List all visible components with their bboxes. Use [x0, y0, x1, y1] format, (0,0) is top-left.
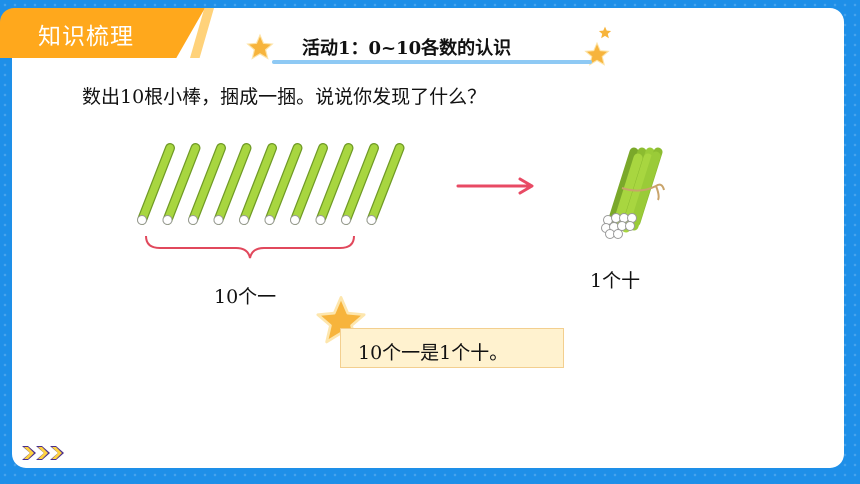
- bundle-label: 1个十: [590, 270, 641, 292]
- content-card: [12, 8, 844, 468]
- ten-sticks: [137, 143, 405, 225]
- stick: [214, 144, 251, 224]
- stick: [189, 144, 225, 224]
- stick: [138, 144, 174, 224]
- brace: [145, 235, 355, 259]
- stick-end: [341, 215, 351, 225]
- star-icon: [246, 33, 274, 60]
- conclusion-box: [340, 328, 564, 368]
- right-arrow-icon: [456, 177, 534, 195]
- stick: [367, 144, 404, 224]
- stick-end: [290, 215, 300, 225]
- stick: [342, 144, 378, 224]
- stick: [240, 144, 276, 224]
- question-text: 数出10根小棒，捆成一捆。说说你发现了什么？: [82, 86, 487, 108]
- star-icon: [584, 41, 610, 66]
- stick-end: [366, 215, 377, 225]
- stick: [163, 144, 200, 224]
- activity-title-underline: [272, 60, 592, 64]
- section-tab: [0, 8, 205, 58]
- stick: [291, 144, 327, 224]
- stick: [316, 144, 353, 224]
- triple-chevron-icon[interactable]: [22, 444, 72, 462]
- stick-end: [162, 215, 173, 225]
- stick-end: [315, 215, 326, 225]
- bundle-of-ten: [601, 147, 665, 239]
- stick-end: [213, 215, 224, 225]
- stick-end: [188, 215, 198, 225]
- stick-end: [137, 215, 147, 225]
- section-tab-title: 知识梳理: [38, 24, 134, 50]
- sticks-label: 10个一: [214, 286, 277, 308]
- stick-end: [264, 215, 275, 225]
- stick: [265, 144, 302, 224]
- activity-title: 活动1：0~10各数的认识: [302, 38, 512, 59]
- conclusion-text: 10个一是1个十。: [358, 342, 509, 364]
- stick-end: [239, 215, 249, 225]
- star-icon: [598, 26, 612, 39]
